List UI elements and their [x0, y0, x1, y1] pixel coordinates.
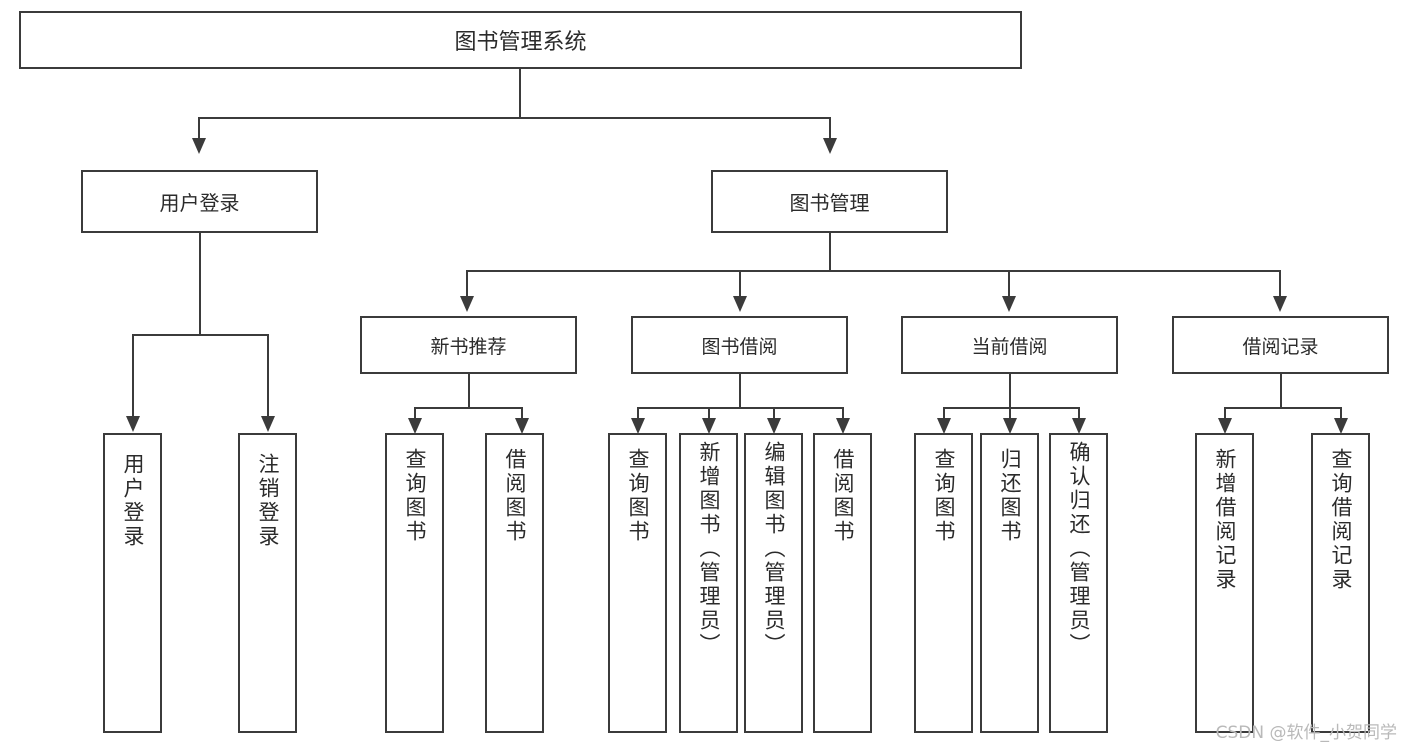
leaf-query-book-borrow[interactable]: 查询图书 — [608, 433, 667, 733]
connector-bookborrow-drop-1 — [637, 407, 639, 420]
arrow-borrowrecord-leaf-2 — [1334, 418, 1348, 434]
watermark: CSDN @软件_小贺同学 — [1215, 723, 1397, 743]
leaf-confirm-return-admin[interactable]: 确认归还（管理员） — [1049, 433, 1108, 733]
node-label: 图书管理系统 — [454, 30, 587, 55]
connector-bookmgmt-drop-3 — [1008, 270, 1010, 298]
leaf-logout-login[interactable]: 注销登录 — [238, 433, 297, 733]
connector-root-to-user — [198, 117, 200, 140]
leaf-label: 归还图书 — [998, 447, 1022, 544]
connector-borrowrecord-drop-1 — [1224, 407, 1226, 420]
connector-borrowrecord-stem — [1280, 374, 1282, 408]
connector-currentborrow-drop-1 — [943, 407, 945, 420]
node-label: 图书借阅 — [701, 335, 778, 358]
leaf-query-borrow-record[interactable]: 查询借阅记录 — [1311, 433, 1370, 733]
connector-bookmgmt-drop-4 — [1279, 270, 1281, 298]
connector-currentborrow-drop-3 — [1078, 407, 1080, 420]
leaf-edit-book-admin[interactable]: 编辑图书（管理员） — [744, 433, 803, 733]
arrow-bookmgmt-child-3 — [1002, 296, 1016, 312]
connector-bookmgmt-drop-1 — [466, 270, 468, 298]
leaf-add-borrow-record[interactable]: 新增借阅记录 — [1195, 433, 1254, 733]
connector-newbook-bar — [414, 407, 522, 409]
leaf-user-login[interactable]: 用户登录 — [103, 433, 162, 733]
arrow-bookborrow-leaf-4 — [836, 418, 850, 434]
arrow-newbook-leaf-1 — [408, 418, 422, 434]
node-new-book-recommend[interactable]: 新书推荐 — [360, 316, 577, 374]
leaf-label: 查询借阅记录 — [1329, 447, 1353, 592]
node-label: 借阅记录 — [1242, 335, 1319, 358]
node-current-borrow[interactable]: 当前借阅 — [901, 316, 1118, 374]
connector-userlogin-drop-1 — [132, 334, 134, 418]
node-user-login[interactable]: 用户登录 — [81, 170, 318, 233]
connector-currentborrow-stem — [1009, 374, 1011, 408]
arrow-bookborrow-leaf-3 — [767, 418, 781, 434]
leaf-query-book-current[interactable]: 查询图书 — [914, 433, 973, 733]
arrow-bookmgmt-child-4 — [1273, 296, 1287, 312]
leaf-label: 查询图书 — [403, 447, 427, 544]
connector-bookborrow-drop-3 — [773, 407, 775, 420]
node-borrow-record[interactable]: 借阅记录 — [1172, 316, 1389, 374]
connector-borrowrecord-drop-2 — [1340, 407, 1342, 420]
leaf-label: 查询图书 — [626, 447, 650, 544]
leaf-add-book-admin[interactable]: 新增图书（管理员） — [679, 433, 738, 733]
node-label: 当前借阅 — [971, 335, 1048, 358]
leaf-label: 借阅图书 — [503, 447, 527, 544]
arrow-currentborrow-leaf-2 — [1003, 418, 1017, 434]
connector-newbook-drop-2 — [521, 407, 523, 420]
leaf-borrow-book-recommend[interactable]: 借阅图书 — [485, 433, 544, 733]
arrow-bookmgmt-child-1 — [460, 296, 474, 312]
arrow-root-to-book — [823, 138, 837, 154]
arrow-newbook-leaf-2 — [515, 418, 529, 434]
connector-newbook-drop-1 — [414, 407, 416, 420]
node-label: 新书推荐 — [430, 335, 507, 358]
connector-bookborrow-stem — [739, 374, 741, 408]
connector-userlogin-bar — [132, 334, 268, 336]
node-book-borrow[interactable]: 图书借阅 — [631, 316, 848, 374]
connector-currentborrow-bar — [943, 407, 1079, 409]
connector-root-bar — [198, 117, 831, 119]
node-root-system[interactable]: 图书管理系统 — [19, 11, 1022, 69]
leaf-label: 新增借阅记录 — [1213, 447, 1237, 592]
connector-bookborrow-drop-2 — [708, 407, 710, 420]
leaf-label: 编辑图书（管理员） — [762, 441, 786, 657]
connector-newbook-stem — [468, 374, 470, 408]
connector-bookborrow-bar — [637, 407, 843, 409]
connector-bookborrow-drop-4 — [842, 407, 844, 420]
leaf-label: 用户登录 — [121, 453, 145, 550]
leaf-label: 注销登录 — [256, 453, 280, 550]
connector-currentborrow-drop-2 — [1009, 407, 1011, 420]
leaf-label: 查询图书 — [932, 447, 956, 544]
connector-bookmgmt-stem — [829, 233, 831, 271]
node-label: 图书管理 — [789, 191, 870, 215]
leaf-query-book-recommend[interactable]: 查询图书 — [385, 433, 444, 733]
connector-bookmgmt-bar — [466, 270, 1280, 272]
connector-root-to-book — [829, 117, 831, 140]
leaf-label: 新增图书（管理员） — [697, 441, 721, 657]
connector-bookmgmt-drop-2 — [739, 270, 741, 298]
leaf-label: 确认归还（管理员） — [1067, 441, 1091, 657]
connector-userlogin-stem — [199, 233, 201, 335]
arrow-userlogin-leaf-2 — [261, 416, 275, 432]
arrow-root-to-user — [192, 138, 206, 154]
arrow-borrowrecord-leaf-1 — [1218, 418, 1232, 434]
arrow-bookborrow-leaf-1 — [631, 418, 645, 434]
leaf-return-book[interactable]: 归还图书 — [980, 433, 1039, 733]
arrow-bookborrow-leaf-2 — [702, 418, 716, 434]
leaf-label: 借阅图书 — [831, 447, 855, 544]
arrow-bookmgmt-child-2 — [733, 296, 747, 312]
arrow-userlogin-leaf-1 — [126, 416, 140, 432]
arrow-currentborrow-leaf-3 — [1072, 418, 1086, 434]
connector-root-stem — [519, 69, 521, 118]
node-label: 用户登录 — [159, 191, 240, 215]
node-book-management[interactable]: 图书管理 — [711, 170, 948, 233]
connector-borrowrecord-bar — [1224, 407, 1341, 409]
leaf-borrow-book[interactable]: 借阅图书 — [813, 433, 872, 733]
arrow-currentborrow-leaf-1 — [937, 418, 951, 434]
connector-userlogin-drop-2 — [267, 334, 269, 418]
